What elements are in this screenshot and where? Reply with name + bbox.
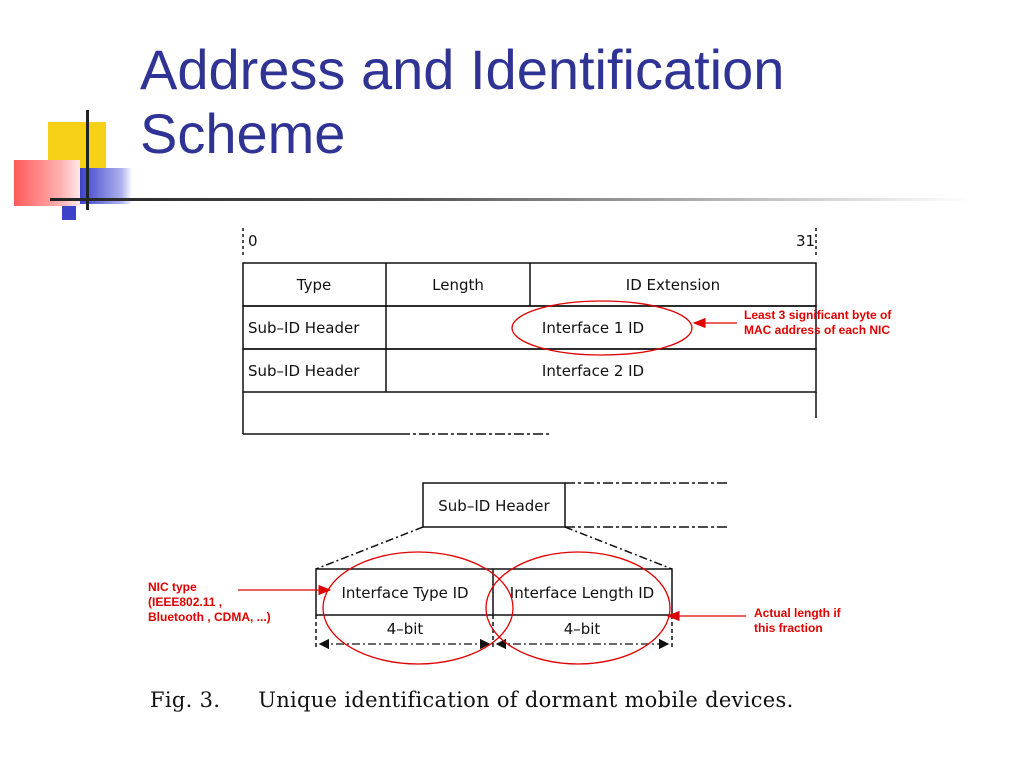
sub-id-header-label: Sub–ID Header [438,497,550,515]
length-annotation-line-2: this fraction [754,621,823,635]
row-2-label: Sub–ID Header [248,362,360,380]
length-annotation-line-1: Actual length if [754,606,841,620]
nic-annotation-line-2: (IEEE802.11 , [148,595,223,609]
figure-caption: Fig. 3. Unique identification of dormant … [150,688,794,712]
slide-title: Address and Identification Scheme [140,38,784,166]
field-interface-type-id: Interface Type ID [341,584,468,602]
scale-start-label: 0 [248,232,258,250]
highlight-interface-1-ellipse [511,300,693,356]
highlight-length-id-circle [485,551,671,665]
header-type: Type [296,276,331,294]
decor-small-blue-square [62,206,76,220]
decor-horizontal-rule [50,198,970,201]
field-interface-length-id: Interface Length ID [510,584,654,602]
row-2-box [242,348,817,393]
header-length: Length [432,276,484,294]
expand-line-right [564,526,673,570]
nic-type-annotation: NIC type (IEEE802.11 , Bluetooth , CDMA,… [148,580,271,625]
mac-annotation-line-2: MAC address of each NIC [744,323,891,337]
row-1-value: Interface 1 ID [542,319,644,337]
caption-text: Unique identification of dormant mobile … [258,688,794,712]
nic-annotation-line-1: NIC type [148,580,197,594]
caption-fig-label: Fig. 3. [150,688,221,712]
scale-end-label: 31 [796,232,815,250]
fields-box [315,568,673,616]
title-line-2: Scheme [140,102,346,165]
bits-label-1: 4–bit [387,620,424,638]
bits-label-2: 4–bit [564,620,601,638]
mac-annotation-line-1: Least 3 significant byte of [744,308,892,322]
decor-vertical-line [86,110,89,210]
row-2-value: Interface 2 ID [542,362,644,380]
nic-annotation-line-3: Bluetooth , CDMA, ...) [148,610,271,624]
expand-line-left [315,526,424,570]
title-line-1: Address and Identification [140,38,785,101]
length-annotation: Actual length if this fraction [754,606,841,636]
sub-id-header-box [422,482,566,528]
row-1-label: Sub–ID Header [248,319,360,337]
highlight-type-id-circle [322,551,514,665]
mac-annotation: Least 3 significant byte of MAC address … [744,308,891,338]
header-id-extension: ID Extension [626,276,720,294]
